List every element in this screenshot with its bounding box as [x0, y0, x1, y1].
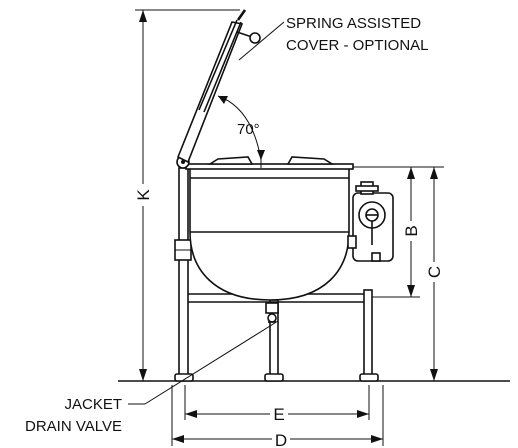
dimension-d: D	[171, 385, 384, 448]
leader-lines	[128, 21, 285, 405]
dimension-e: E	[184, 385, 370, 424]
dimension-b-label: B	[402, 225, 421, 236]
tilt-gearbox	[347, 181, 394, 262]
rim-handles	[207, 156, 335, 165]
drain-label-line2: DRAIN VALVE	[25, 418, 122, 435]
kettle-body	[185, 163, 354, 301]
kettle-legs	[174, 167, 379, 382]
dimension-k-label: K	[134, 189, 153, 201]
cover-label-line1: SPRING ASSISTED	[286, 15, 421, 32]
angle-label: 70°	[237, 121, 260, 138]
cover-knob-icon	[249, 32, 261, 44]
drain-valve	[265, 302, 279, 323]
dimension-c-label: C	[425, 266, 444, 278]
spring-assisted-cover	[176, 9, 261, 164]
dimension-b: B	[350, 166, 421, 298]
dimension-k: K	[134, 9, 240, 381]
angle-indicator	[217, 95, 265, 168]
dimension-d-label: D	[275, 431, 287, 448]
dimension-c: C	[420, 166, 444, 381]
cover-label-line2: COVER - OPTIONAL	[286, 37, 429, 54]
dimension-e-label: E	[273, 405, 284, 424]
drain-label-line1: JACKET	[64, 396, 122, 413]
